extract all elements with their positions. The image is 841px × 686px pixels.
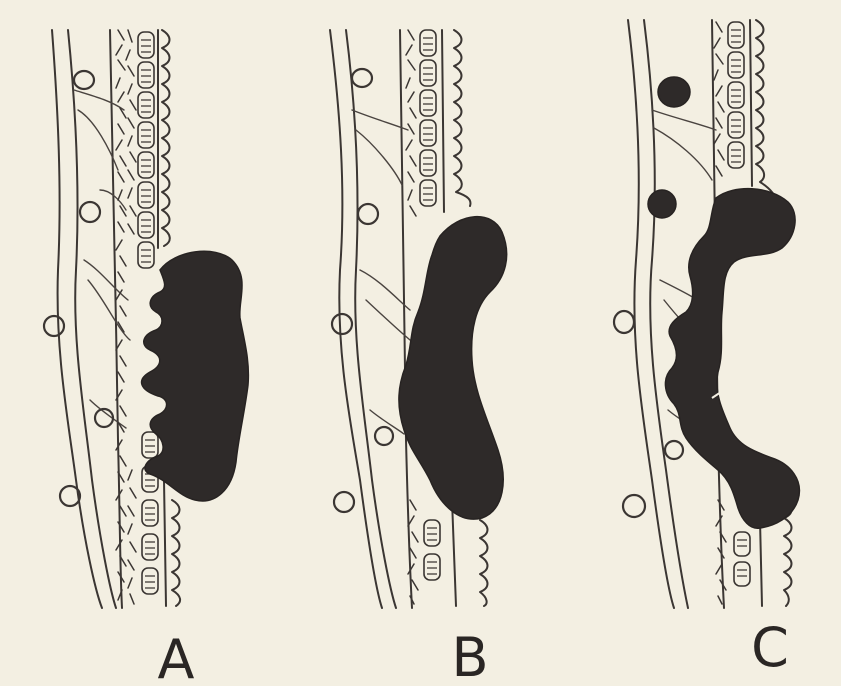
nucleus-filled [648,190,676,218]
panel-label-b: B [451,626,488,686]
nucleus-filled [658,77,690,107]
panel-label-c: C [751,616,789,679]
panel-label-a: A [158,628,195,686]
